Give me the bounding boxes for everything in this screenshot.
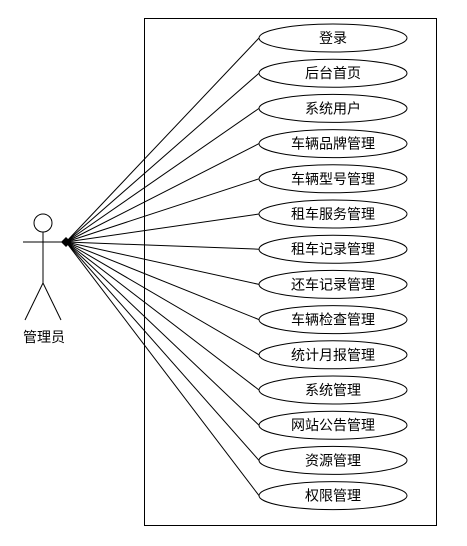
association-line — [65, 241, 260, 356]
association-line — [65, 241, 260, 496]
use-case-ellipse — [258, 375, 408, 405]
actor-head — [33, 213, 53, 233]
use-case: 租车记录管理 — [258, 234, 408, 264]
use-case-label: 后台首页 — [305, 66, 361, 82]
use-case: 租车服务管理 — [258, 199, 408, 229]
use-case-ellipse — [258, 199, 408, 229]
association-line — [65, 213, 260, 243]
association-hub — [61, 237, 71, 247]
use-case-label: 统计月报管理 — [291, 348, 375, 364]
use-case: 权限管理 — [258, 481, 408, 511]
use-case-label: 租车服务管理 — [291, 206, 375, 223]
use-case-ellipse — [258, 234, 408, 264]
use-case-ellipse — [258, 410, 408, 440]
association-lines — [65, 37, 260, 496]
association-line — [65, 241, 260, 285]
actor-label: 管理员 — [23, 330, 65, 346]
use-case-ellipse — [258, 93, 408, 123]
actor-left-leg — [24, 282, 44, 321]
use-case: 车辆品牌管理 — [258, 129, 408, 159]
association-line — [65, 241, 260, 321]
actor-right-leg — [42, 282, 62, 321]
use-case-label: 系统用户 — [305, 100, 361, 117]
use-case-label: 车辆品牌管理 — [291, 136, 375, 153]
use-case: 系统用户 — [258, 93, 408, 123]
use-case-label: 资源管理 — [305, 453, 361, 469]
association-line — [65, 72, 260, 243]
use-case-ellipse — [258, 445, 408, 475]
use-case-ellipse — [258, 305, 408, 335]
association-line — [65, 107, 260, 243]
use-case-label: 网站公告管理 — [291, 418, 375, 434]
use-case-label: 车辆型号管理 — [291, 171, 375, 188]
use-case-ellipse — [258, 340, 408, 370]
use-case-label: 权限管理 — [305, 489, 361, 505]
use-case: 车辆型号管理 — [258, 164, 408, 194]
use-case: 后台首页 — [258, 58, 408, 88]
association-line — [65, 241, 260, 391]
use-case: 网站公告管理 — [258, 410, 408, 440]
association-line — [65, 178, 260, 243]
association-line — [65, 143, 260, 243]
use-case-list: 登录后台首页系统用户车辆品牌管理车辆型号管理租车服务管理租车记录管理还车记录管理… — [258, 23, 408, 511]
use-case: 资源管理 — [258, 445, 408, 475]
use-case-label: 租车记录管理 — [291, 241, 375, 258]
use-case: 车辆检查管理 — [258, 305, 408, 335]
association-line — [65, 37, 260, 243]
use-case-ellipse — [258, 269, 408, 299]
association-line — [65, 241, 260, 461]
use-case: 登录 — [258, 23, 408, 53]
use-case-ellipse — [258, 481, 408, 511]
actor-figure — [23, 213, 66, 321]
association-line — [65, 241, 260, 426]
use-case-ellipse — [258, 164, 408, 194]
use-case-ellipse — [258, 58, 408, 88]
use-case-ellipse — [258, 129, 408, 159]
use-case: 系统管理 — [258, 375, 408, 405]
use-case-label: 登录 — [319, 31, 347, 47]
use-case-label: 还车记录管理 — [291, 276, 375, 293]
use-case-label: 车辆检查管理 — [291, 312, 375, 329]
use-case-ellipse — [258, 23, 408, 53]
use-case: 统计月报管理 — [258, 340, 408, 370]
use-case: 还车记录管理 — [258, 269, 408, 299]
association-line — [65, 241, 260, 250]
use-case-label: 系统管理 — [305, 383, 361, 399]
